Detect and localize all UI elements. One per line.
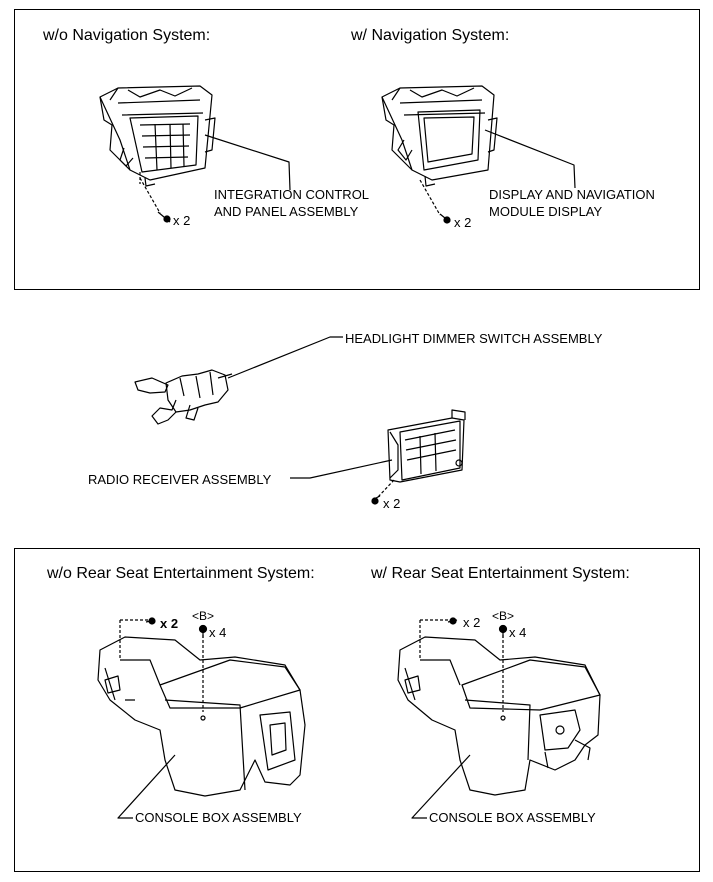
- screw-count: x 2: [463, 615, 481, 630]
- label-line-1: DISPLAY AND NAVIGATION: [489, 187, 655, 202]
- left-panel-title: w/o Rear Seat Entertainment System:: [47, 565, 315, 582]
- screw-count: x 2: [383, 496, 401, 511]
- console-box-label: CONSOLE BOX ASSEMBLY: [135, 810, 302, 825]
- leader-line: [118, 755, 175, 818]
- console-box-drawing: [98, 637, 305, 796]
- bolt-icon: [500, 626, 507, 639]
- screw-icon: [440, 214, 450, 223]
- leader-line: [205, 135, 290, 190]
- headlight-dimmer-switch-drawing: [135, 370, 232, 424]
- screw-count: x 2: [160, 616, 179, 631]
- screw-icon: [158, 212, 170, 222]
- headlight-dimmer-label: HEADLIGHT DIMMER SWITCH ASSEMBLY: [345, 331, 603, 346]
- left-panel-title: w/o Navigation System:: [43, 27, 211, 44]
- leader-line: [228, 337, 343, 378]
- screw-icon: [448, 618, 457, 624]
- bolt-count: x 4: [209, 625, 227, 640]
- radio-receiver-label: RADIO RECEIVER ASSEMBLY: [88, 472, 272, 487]
- label-line-1: INTEGRATION CONTROL: [214, 187, 370, 202]
- bolt-icon: [200, 626, 207, 639]
- leader-line: [485, 130, 575, 188]
- radio-receiver-drawing: [388, 410, 465, 482]
- bolt-count: x 4: [509, 625, 527, 640]
- navigation-display-drawing: [382, 86, 497, 186]
- screw-count: x 2: [454, 215, 472, 230]
- integration-control-label: INTEGRATION CONTROL AND PANEL ASSEMBLY: [214, 186, 369, 220]
- screw-dash-line: [420, 620, 503, 712]
- label-line-2: MODULE DISPLAY: [489, 204, 603, 219]
- screw-count: x 2: [173, 213, 191, 228]
- navigation-options-panel: [14, 9, 700, 290]
- screw-icon: [146, 618, 155, 624]
- rear-seat-entertainment-panel: [14, 548, 700, 872]
- label-line-2: AND PANEL ASSEMBLY: [214, 204, 359, 219]
- screw-dash-line: [120, 620, 203, 712]
- screw-dash-line: [378, 480, 394, 497]
- screw-icon: [372, 496, 380, 504]
- b-marker: <B>: [492, 609, 515, 623]
- leader-line: [290, 460, 392, 478]
- integration-control-panel-drawing: [100, 86, 215, 186]
- console-box-drawing: [398, 637, 600, 795]
- screw-dash-line: [140, 178, 160, 213]
- right-panel-title: w/ Navigation System:: [351, 27, 510, 44]
- right-panel-title: w/ Rear Seat Entertainment System:: [371, 565, 630, 582]
- console-box-label: CONSOLE BOX ASSEMBLY: [429, 810, 596, 825]
- screw-dash-line: [420, 180, 440, 215]
- b-marker: <B>: [192, 609, 215, 623]
- display-navigation-label: DISPLAY AND NAVIGATION MODULE DISPLAY: [489, 186, 655, 220]
- leader-line: [412, 755, 470, 818]
